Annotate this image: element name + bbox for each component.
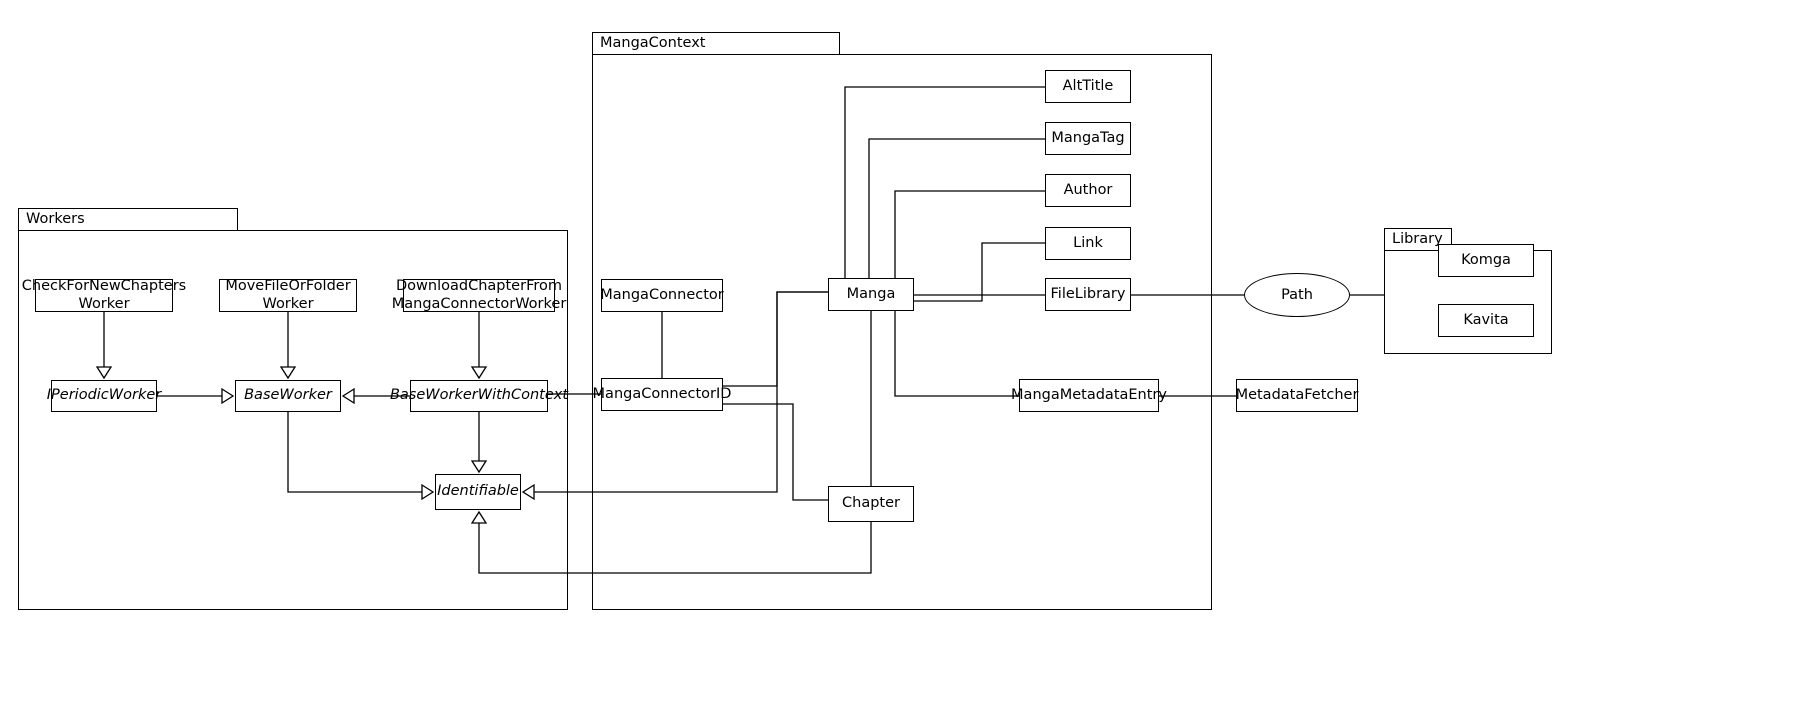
library-package-label: Library [1392, 231, 1443, 248]
mangacontext-package-label: MangaContext [600, 35, 706, 52]
class-node-downloadchapterfrommangaconnectorworker-label: DownloadChapterFrom MangaConnectorWorker [391, 278, 567, 312]
mangacontext-package-tab: MangaContext [592, 32, 840, 54]
mangacontext-package [592, 54, 1212, 610]
class-node-mangaconnector[interactable]: MangaConnector [600, 279, 724, 312]
class-node-link-label: Link [1073, 234, 1103, 251]
class-node-baseworker[interactable]: BaseWorker [235, 380, 341, 412]
class-node-downloadchapterfrommangaconnectorworker[interactable]: DownloadChapterFrom MangaConnectorWorker [392, 278, 566, 312]
class-node-mangametadataentry-label: MangaMetadataEntry [1011, 386, 1167, 403]
class-node-baseworker-label: BaseWorker [244, 387, 332, 404]
class-node-filelibrary[interactable]: FileLibrary [1045, 278, 1131, 311]
class-node-link[interactable]: Link [1045, 227, 1131, 260]
class-node-alttitle[interactable]: AltTitle [1045, 70, 1131, 103]
class-node-manga[interactable]: Manga [828, 278, 914, 311]
path-node-label: Path [1281, 287, 1313, 303]
class-node-mangatag[interactable]: MangaTag [1045, 122, 1131, 155]
class-node-author[interactable]: Author [1045, 174, 1131, 207]
class-node-iperiodicworker-label: IPeriodicWorker [46, 387, 162, 404]
class-node-identifiable[interactable]: Identifiable [435, 474, 521, 510]
class-node-kavita[interactable]: Kavita [1438, 304, 1534, 337]
path-node[interactable]: Path [1244, 273, 1350, 317]
class-node-author-label: Author [1063, 181, 1113, 198]
class-node-baseworkerwithcontext-label: BaseWorkerWithContext [389, 387, 569, 404]
class-node-mangatag-label: MangaTag [1051, 129, 1125, 146]
workers-package [18, 230, 568, 610]
class-node-movefileorfolderworker-label: MoveFileOrFolder Worker [225, 278, 351, 312]
class-node-komga-label: Komga [1461, 251, 1511, 268]
class-node-mangaconnectorid-label: MangaConnectorID [592, 385, 732, 402]
class-node-filelibrary-label: FileLibrary [1050, 285, 1126, 302]
class-node-checkfornewchaptersworker[interactable]: CheckForNewChapters Worker [22, 278, 186, 312]
workers-package-tab: Workers [18, 208, 238, 230]
class-node-mangametadataentry[interactable]: MangaMetadataEntry [1011, 379, 1167, 412]
class-node-kavita-label: Kavita [1463, 311, 1509, 328]
class-node-komga[interactable]: Komga [1438, 244, 1534, 277]
class-node-alttitle-label: AltTitle [1062, 77, 1114, 94]
class-node-metadatafetcher[interactable]: MetadataFetcher [1236, 379, 1358, 412]
class-node-checkfornewchaptersworker-label: CheckForNewChapters Worker [21, 278, 187, 312]
class-node-baseworkerwithcontext[interactable]: BaseWorkerWithContext [390, 380, 568, 412]
class-node-movefileorfolderworker[interactable]: MoveFileOrFolder Worker [219, 278, 357, 312]
class-node-iperiodicworker[interactable]: IPeriodicWorker [47, 380, 161, 412]
class-node-manga-label: Manga [846, 285, 896, 302]
library-package-tab: Library [1384, 228, 1452, 250]
class-node-identifiable-label: Identifiable [437, 483, 519, 500]
class-node-chapter-label: Chapter [842, 495, 900, 512]
class-node-mangaconnectorid[interactable]: MangaConnectorID [593, 378, 731, 411]
class-node-chapter[interactable]: Chapter [828, 486, 914, 522]
class-node-metadatafetcher-label: MetadataFetcher [1235, 386, 1359, 403]
workers-package-label: Workers [26, 211, 85, 228]
class-node-mangaconnector-label: MangaConnector [600, 286, 724, 303]
